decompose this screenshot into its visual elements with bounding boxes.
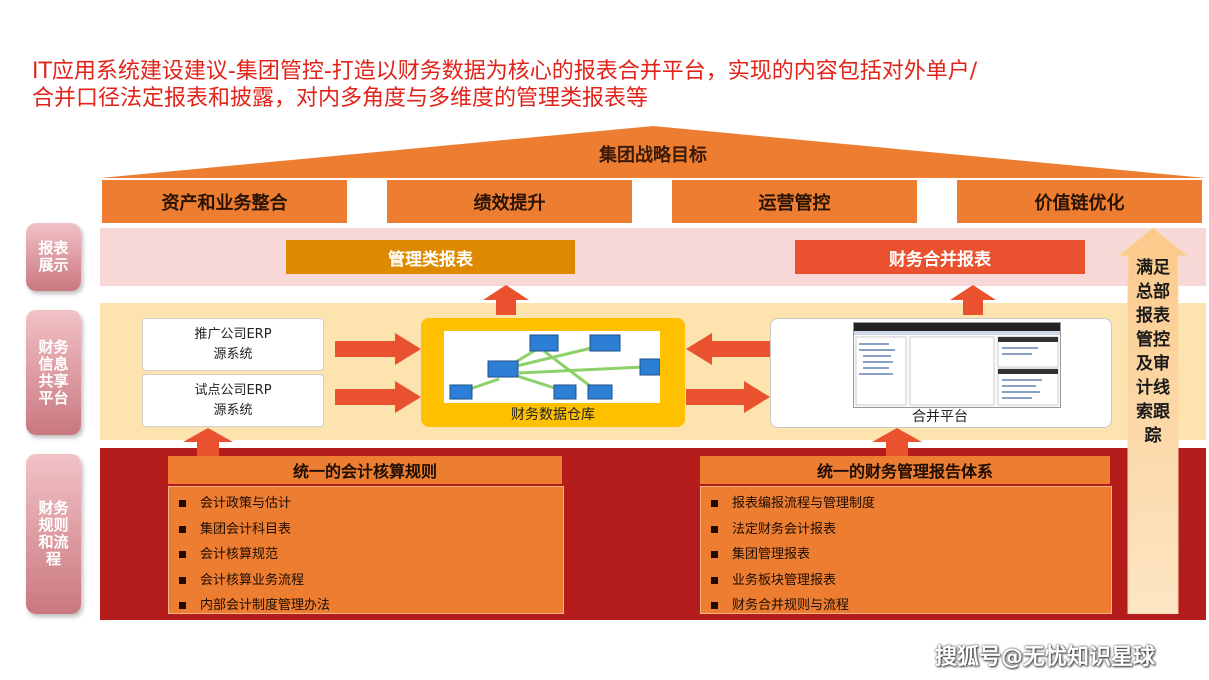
rules-left-list: 会计政策与估计 集团会计科目表 会计核算规范 会计核算业务流程 内部会计制度管理… bbox=[169, 487, 563, 619]
consolidation-platform-label: 合并平台 bbox=[770, 406, 1110, 426]
bullet-icon bbox=[179, 577, 186, 584]
side-tab-share: 财务信息共享平台 bbox=[26, 310, 81, 435]
finance-report-box: 财务合并报表 bbox=[795, 240, 1085, 274]
database-network-icon bbox=[444, 331, 660, 403]
data-warehouse-label: 财务数据仓库 bbox=[421, 404, 685, 424]
watermark: 搜狐号@无忧知识星球 bbox=[935, 639, 1155, 671]
list-item: 法定财务会计报表 bbox=[711, 517, 1111, 543]
arrow-erp-pilot-to-warehouse bbox=[335, 381, 421, 413]
rules-left-header: 统一的会计核算规则 bbox=[168, 456, 562, 484]
title-line-1: IT应用系统建设建议-集团管控-打造以财务数据为核心的报表合并平台，实现的内容包… bbox=[32, 58, 1192, 85]
side-tab-rules-label: 财务规则和流程 bbox=[37, 500, 71, 568]
list-item: 内部会计制度管理办法 bbox=[179, 593, 563, 619]
side-arrow-label: 满足总部报表管控及审计线索跟踪 bbox=[1128, 256, 1178, 448]
goal-box-2: 绩效提升 bbox=[387, 180, 632, 223]
list-item: 财务合并规则与流程 bbox=[711, 593, 1111, 619]
erp-promo-line2: 源系统 bbox=[213, 345, 252, 365]
arrow-erp-promo-to-warehouse bbox=[335, 333, 421, 365]
up-arrow-rules-right bbox=[872, 428, 922, 456]
strategy-goal-label: 集团战略目标 bbox=[100, 141, 1206, 167]
bullet-icon bbox=[711, 577, 718, 584]
list-item: 集团管理报表 bbox=[711, 542, 1111, 568]
list-item: 会计核算规范 bbox=[179, 542, 563, 568]
platform-screenshot-thumbnail bbox=[853, 322, 1061, 408]
rules-right-header: 统一的财务管理报告体系 bbox=[700, 456, 1110, 484]
list-item: 集团会计科目表 bbox=[179, 517, 563, 543]
goal-box-3: 运营管控 bbox=[672, 180, 917, 223]
bullet-icon bbox=[711, 500, 718, 507]
goal-box-1: 资产和业务整合 bbox=[102, 180, 347, 223]
up-arrow-rules-left bbox=[183, 428, 233, 456]
page-title: IT应用系统建设建议-集团管控-打造以财务数据为核心的报表合并平台，实现的内容包… bbox=[32, 58, 1192, 112]
rules-right-list: 报表编报流程与管理制度 法定财务会计报表 集团管理报表 业务板块管理报表 财务合… bbox=[701, 487, 1111, 619]
arrow-platform-to-warehouse bbox=[686, 333, 770, 365]
list-item: 会计核算业务流程 bbox=[179, 568, 563, 594]
side-tab-report-label: 报表展示 bbox=[37, 240, 71, 274]
bullet-icon bbox=[711, 602, 718, 609]
goal-box-4: 价值链优化 bbox=[957, 180, 1202, 223]
side-tab-rules: 财务规则和流程 bbox=[26, 454, 81, 614]
bullet-icon bbox=[711, 526, 718, 533]
app-screenshot-icon bbox=[854, 323, 1060, 407]
side-tab-share-label: 财务信息共享平台 bbox=[37, 339, 71, 407]
side-tab-report: 报表展示 bbox=[26, 223, 81, 291]
rules-left-box: 会计政策与估计 集团会计科目表 会计核算规范 会计核算业务流程 内部会计制度管理… bbox=[168, 486, 564, 614]
bullet-icon bbox=[179, 526, 186, 533]
list-item: 报表编报流程与管理制度 bbox=[711, 491, 1111, 517]
bullet-icon bbox=[711, 551, 718, 558]
erp-pilot-line1: 试点公司ERP bbox=[194, 381, 271, 401]
rules-right-box: 报表编报流程与管理制度 法定财务会计报表 集团管理报表 业务板块管理报表 财务合… bbox=[700, 486, 1112, 614]
arrow-warehouse-to-platform bbox=[686, 381, 770, 413]
bullet-icon bbox=[179, 500, 186, 507]
erp-promo-line1: 推广公司ERP bbox=[194, 325, 271, 345]
up-arrow-mgmt bbox=[483, 285, 529, 315]
up-arrow-finance bbox=[950, 285, 996, 315]
erp-pilot-line2: 源系统 bbox=[213, 401, 252, 421]
bullet-icon bbox=[179, 602, 186, 609]
list-item: 会计政策与估计 bbox=[179, 491, 563, 517]
list-item: 业务板块管理报表 bbox=[711, 568, 1111, 594]
erp-box-promo: 推广公司ERP 源系统 bbox=[142, 318, 324, 371]
mgmt-report-box: 管理类报表 bbox=[286, 240, 575, 274]
bullet-icon bbox=[179, 551, 186, 558]
erp-box-pilot: 试点公司ERP 源系统 bbox=[142, 374, 324, 427]
title-line-2: 合并口径法定报表和披露，对内多角度与多维度的管理类报表等 bbox=[32, 85, 1192, 112]
data-warehouse-illustration bbox=[444, 331, 660, 403]
